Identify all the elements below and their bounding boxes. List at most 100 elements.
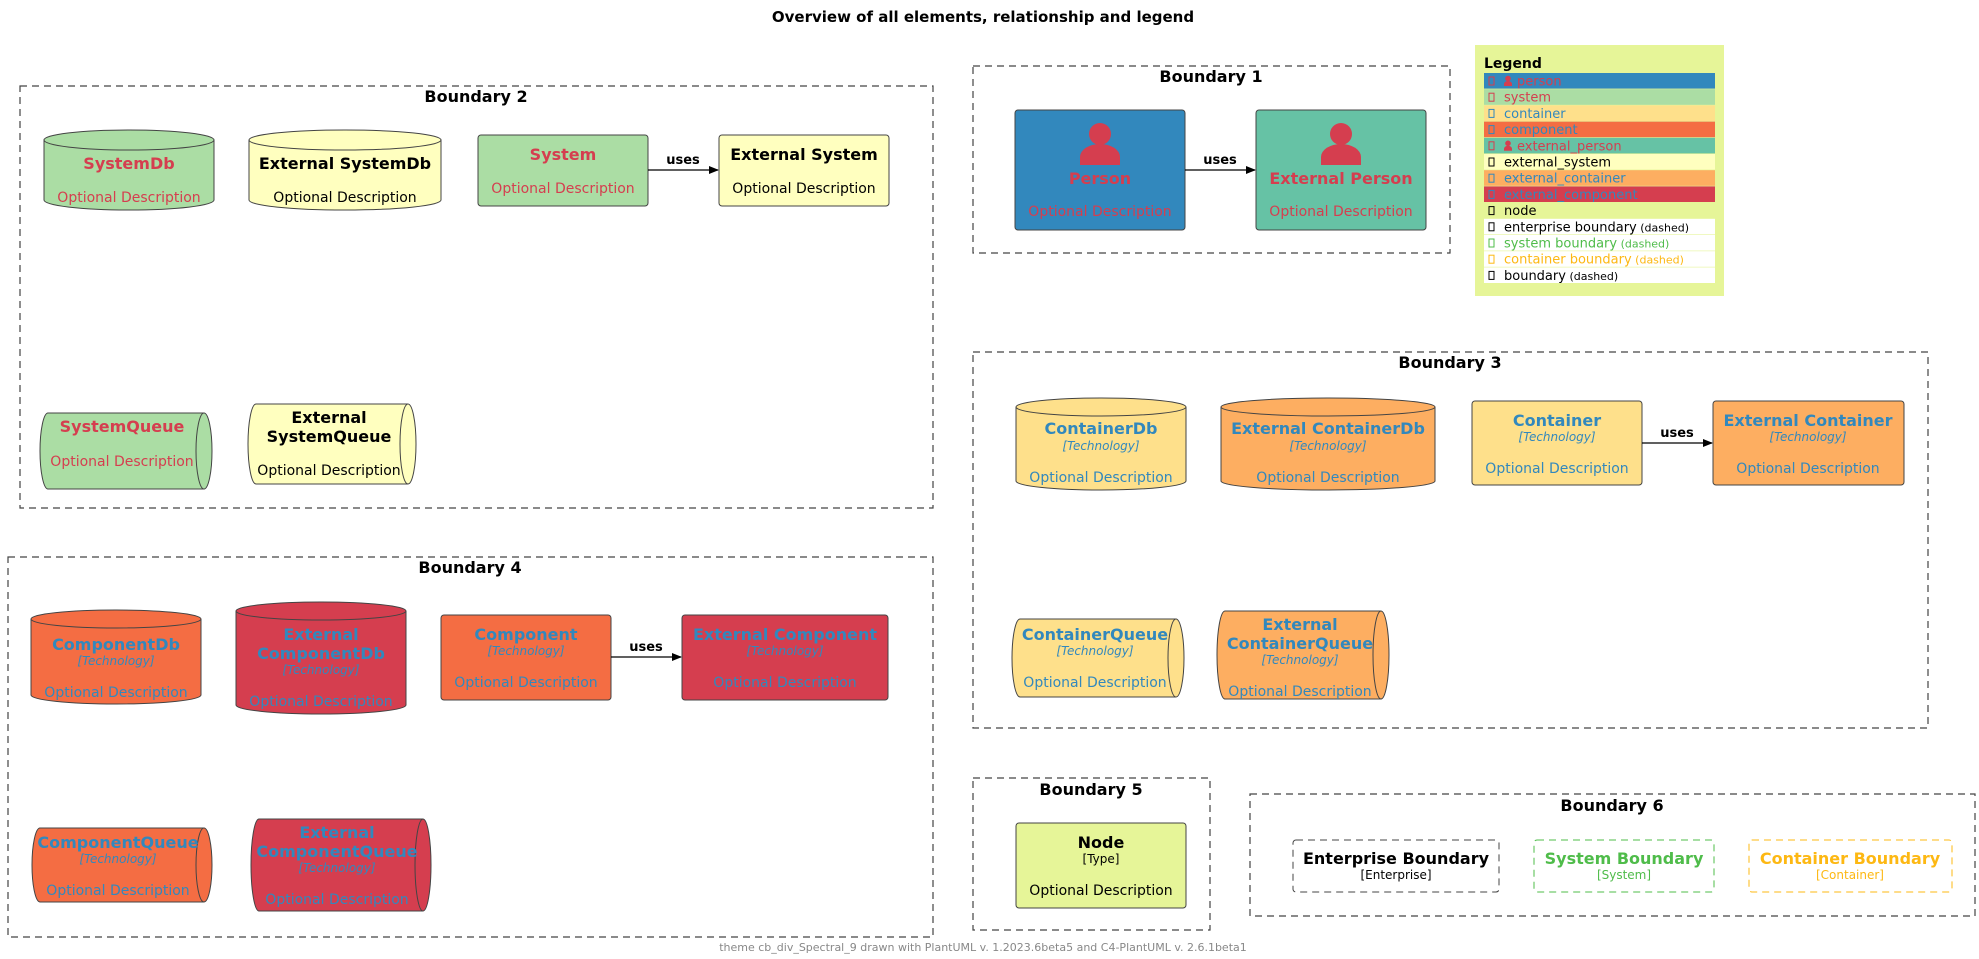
external-component-db[interactable]: External ComponentDb [Technology] Option… [235, 601, 407, 715]
element-name: External [291, 408, 366, 427]
element-description: Optional Description [265, 892, 408, 908]
legend-swatch [1484, 218, 1715, 235]
element-description: Optional Description [732, 181, 875, 197]
legend-swatch [1484, 267, 1715, 283]
boundary-title: Boundary 6 [1560, 796, 1663, 815]
system-queue[interactable]: SystemQueue Optional Description [39, 412, 213, 490]
boundary-3[interactable]: Boundary 3 [972, 351, 1929, 729]
boundary-title: Boundary 3 [1398, 353, 1501, 372]
element-description: Optional Description [1485, 461, 1628, 477]
legend-item: person [1484, 73, 1715, 90]
system[interactable]: System Optional Description [477, 134, 649, 207]
person-icon [1504, 75, 1512, 86]
external-system-queue[interactable]: External SystemQueue Optional Descriptio… [247, 403, 417, 485]
legend-swatch [1484, 89, 1715, 105]
relationship-container-uses-external-container[interactable]: uses [1642, 426, 1713, 447]
boundary-title: Boundary 5 [1039, 780, 1142, 799]
system-boundary[interactable]: System Boundary [System] [1533, 839, 1715, 893]
element-name: ComponentQueue [256, 842, 417, 861]
legend-swatch [1484, 170, 1715, 186]
person[interactable]: Person Optional Description [1014, 109, 1186, 231]
boundary-title: Boundary 4 [418, 558, 521, 577]
element-name: SystemQueue [267, 427, 392, 446]
node[interactable]: Node [Type] Optional Description [1015, 822, 1187, 909]
element-type: [Enterprise] [1360, 868, 1431, 882]
legend-swatch [1484, 105, 1715, 121]
legend-swatch [1484, 154, 1715, 170]
external-component[interactable]: External Component [Technology] Optional… [681, 614, 889, 701]
component-db[interactable]: ComponentDb [Technology] Optional Descri… [30, 609, 202, 705]
external-component-queue[interactable]: External ComponentQueue [Technology] Opt… [250, 818, 432, 912]
boundary-2[interactable]: Boundary 2 [19, 85, 934, 509]
component-queue[interactable]: ComponentQueue [Technology] Optional Des… [31, 827, 213, 903]
external-person[interactable]: External Person Optional Description [1255, 109, 1427, 231]
legend-item: node [1484, 202, 1715, 219]
element-name: ContainerQueue [1022, 625, 1168, 644]
element-technology: [Technology] [1261, 653, 1338, 667]
relationship-person-uses-external-person[interactable]: uses [1185, 153, 1256, 174]
legend-suffix: (dashed) [1566, 270, 1618, 283]
legend-item: system boundary (dashed) [1484, 235, 1715, 252]
legend-item: container boundary (dashed) [1484, 251, 1715, 268]
element-name: External [283, 625, 358, 644]
system-db[interactable]: SystemDb Optional Description [43, 129, 215, 211]
external-container-db[interactable]: External ContainerDb [Technology] Option… [1220, 397, 1436, 491]
element-description: Optional Description [713, 675, 856, 691]
element-name: Container Boundary [1760, 849, 1941, 868]
diagram-title: Overview of all elements, relationship a… [772, 8, 1194, 26]
legend-swatch [1484, 186, 1715, 202]
element-name: External [299, 823, 374, 842]
boundary-1[interactable]: Boundary 1 [972, 65, 1451, 254]
enterprise-boundary[interactable]: Enterprise Boundary [Enterprise] [1292, 839, 1500, 893]
legend-marker-icon [1488, 238, 1495, 248]
boundary-4[interactable]: Boundary 4 [7, 556, 934, 938]
person-icon [1080, 123, 1120, 165]
external-container-queue[interactable]: External ContainerQueue [Technology] Opt… [1216, 610, 1390, 700]
element-description: Optional Description [46, 883, 189, 899]
legend-label: external_container [1504, 172, 1626, 187]
element-description: Optional Description [1023, 675, 1166, 691]
legend-label: system boundary (dashed) [1504, 237, 1669, 252]
element-description: Optional Description [50, 454, 193, 470]
container[interactable]: Container [Technology] Optional Descript… [1471, 400, 1643, 486]
element-description: Optional Description [1028, 204, 1171, 220]
legend-label: enterprise boundary (dashed) [1504, 220, 1689, 235]
element-description: Optional Description [44, 685, 187, 701]
legend-suffix: (dashed) [1637, 221, 1689, 234]
container-queue[interactable]: ContainerQueue [Technology] Optional Des… [1011, 618, 1185, 698]
container-boundary[interactable]: Container Boundary [Container] [1748, 839, 1953, 893]
external-system-db[interactable]: External SystemDb Optional Description [248, 129, 442, 211]
legend-item: enterprise boundary (dashed) [1484, 218, 1715, 235]
element-description: Optional Description [1029, 883, 1172, 899]
element-name: Component [474, 625, 577, 644]
component[interactable]: Component [Technology] Optional Descript… [440, 614, 612, 701]
external-container[interactable]: External Container [Technology] Optional… [1712, 400, 1905, 486]
element-technology: [Technology] [1289, 439, 1366, 453]
element-name: External System [730, 145, 878, 164]
element-name: External ContainerDb [1231, 419, 1425, 438]
legend-label: external_system [1504, 156, 1611, 171]
external-system[interactable]: External System Optional Description [718, 134, 890, 207]
legend-marker-icon [1488, 189, 1495, 199]
boundary-5[interactable]: Boundary 5 [972, 777, 1211, 931]
legend-item: external_component [1484, 186, 1715, 203]
element-technology: [Technology] [487, 644, 564, 658]
relationship-system-uses-external-system[interactable]: uses [648, 153, 719, 174]
element-description: Optional Description [454, 675, 597, 691]
container-db[interactable]: ContainerDb [Technology] Optional Descri… [1015, 397, 1187, 491]
boundary-6[interactable]: Boundary 6 [1249, 793, 1976, 917]
element-name: ComponentDb [52, 635, 180, 654]
element-technology: [Technology] [1769, 430, 1846, 444]
legend-item: boundary (dashed) [1484, 267, 1715, 284]
diagram-footer: theme cb_div_Spectral_9 drawn with Plant… [719, 941, 1247, 954]
legend-items: personsystemcontainercomponentexternal_p… [1484, 73, 1715, 284]
legend-label: container [1504, 107, 1566, 122]
relationship-component-uses-external-component[interactable]: uses [611, 640, 682, 661]
legend-swatch [1484, 73, 1715, 89]
element-technology: [Technology] [77, 654, 154, 668]
element-technology: [Technology] [79, 852, 156, 866]
legend: Legend personsystemcontainercomponentext… [1475, 45, 1724, 296]
legend-label: node [1504, 204, 1536, 219]
person-icon [1504, 140, 1512, 151]
legend-marker-icon [1488, 125, 1495, 135]
